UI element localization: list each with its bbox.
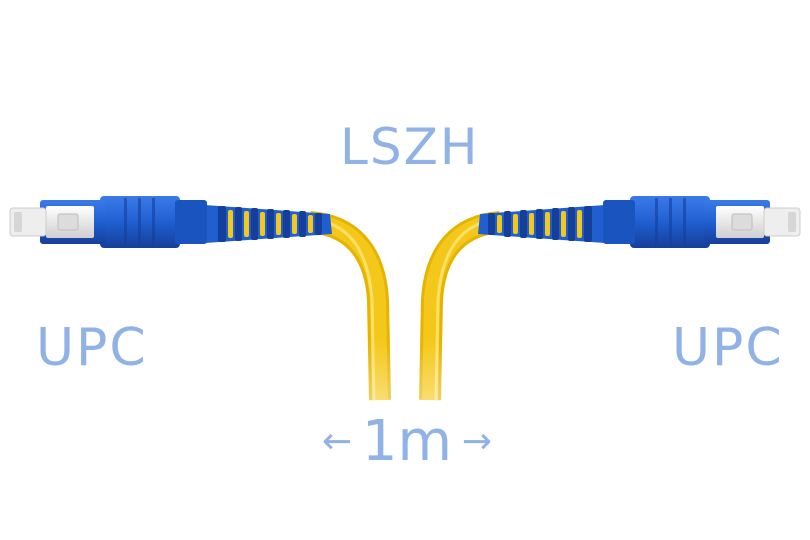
left-connector [9,196,332,248]
right-connector [478,196,801,248]
arrow-left-icon: ← [322,421,353,462]
jacket-label: LSZH [340,118,480,176]
length-label: 1m [361,409,453,474]
right-connector-label: UPC [672,318,784,378]
right-boot [478,205,605,243]
left-connector-label: UPC [36,318,148,378]
length-indicator: ← 1m → [322,412,492,472]
arrow-right-icon: → [461,421,492,462]
left-boot [205,205,332,243]
